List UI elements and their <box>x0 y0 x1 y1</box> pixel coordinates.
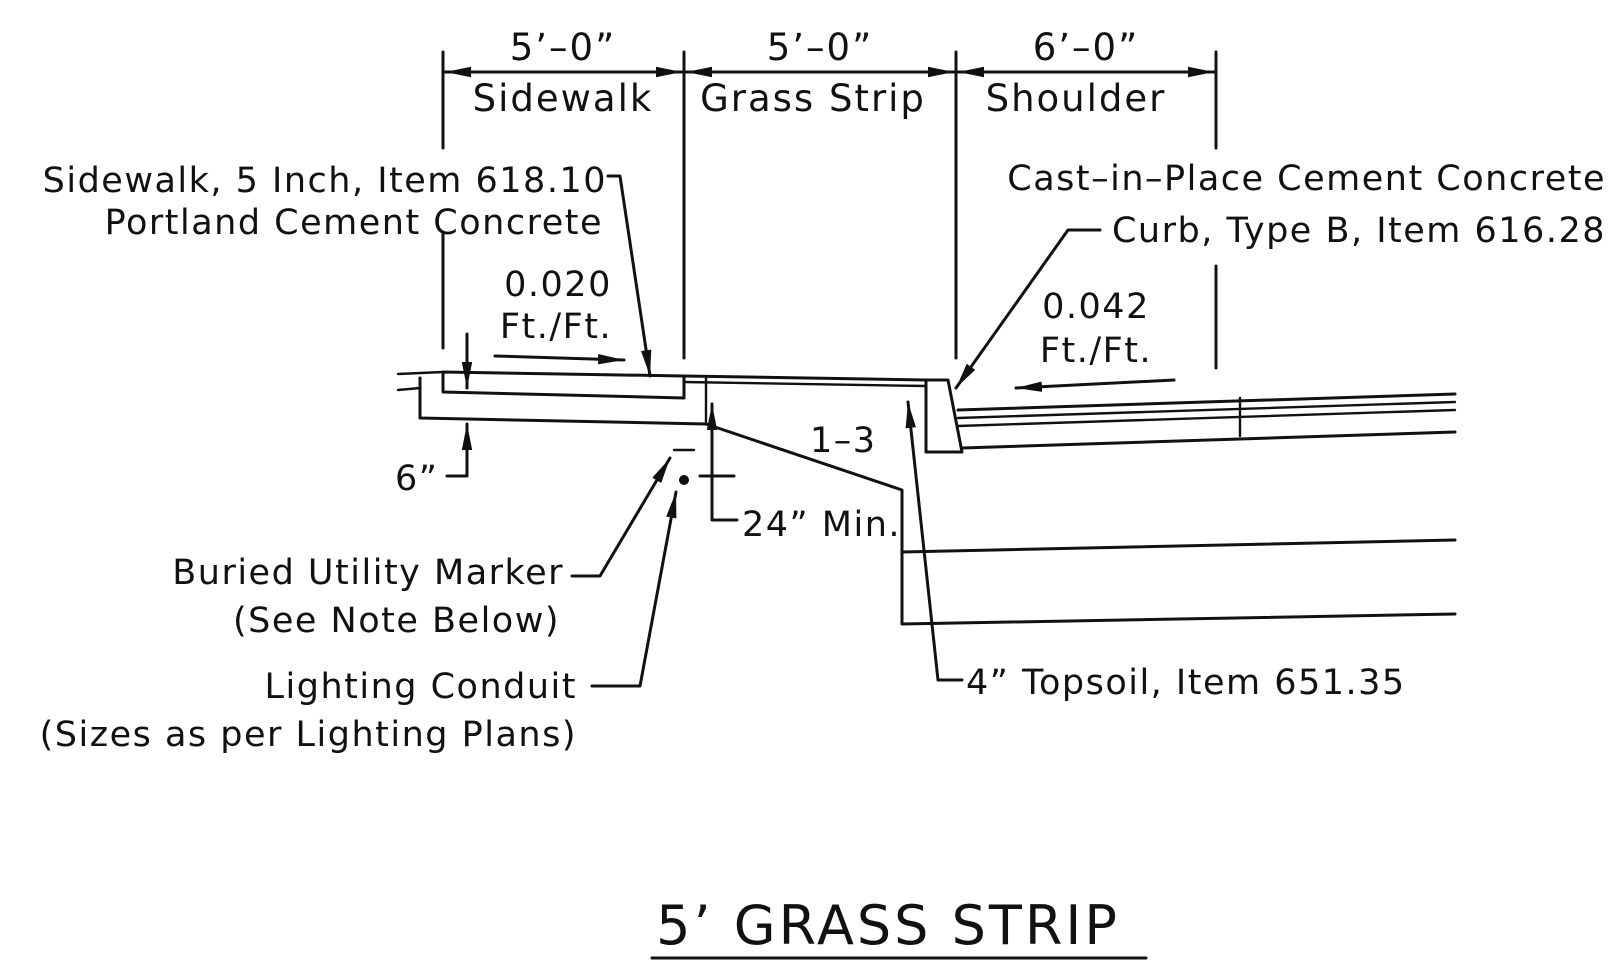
pavement-base-line <box>900 538 1457 554</box>
dimension-string: 5’–0” Sidewalk 5’–0” Grass Strip 6’–0” S… <box>441 26 1218 370</box>
lighting-conduit-leader <box>590 490 678 688</box>
slope-arrow-right <box>1014 378 1176 392</box>
grass-strip-dimension-label: Grass Strip <box>700 77 926 120</box>
lighting-conduit-dot <box>679 475 689 485</box>
slope-arrow-left <box>493 353 626 365</box>
slope-left-value: 0.020 <box>504 265 612 305</box>
topsoil-line <box>682 380 928 388</box>
six-inch-leader <box>445 422 473 478</box>
sidewalk-dimension-label: Sidewalk <box>473 77 654 120</box>
lighting-conduit-sizes: (Sizes as per Lighting Plans) <box>40 715 577 755</box>
slope-left-unit: Ft./Ft. <box>500 307 612 347</box>
callout-labels: Sidewalk, 5 Inch, Item 618.10 Portland C… <box>40 159 1606 755</box>
utility-marker-note: (See Note Below) <box>233 601 560 641</box>
sidewalk-dimension-value: 5’–0” <box>510 26 617 69</box>
sidewalk-callout-line2: Portland Cement Concrete <box>105 203 603 243</box>
sidewalk-callout-leader <box>606 174 652 378</box>
slope-right-unit: Ft./Ft. <box>1040 331 1152 371</box>
utility-marker-label: Buried Utility Marker <box>172 553 564 593</box>
utility-marker-leader <box>570 456 672 578</box>
side-slope-line <box>704 422 1457 626</box>
lighting-conduit-label: Lighting Conduit <box>265 667 577 707</box>
topsoil-label: 4” Topsoil, Item 651.35 <box>966 663 1406 703</box>
sidewalk-slab <box>441 370 686 400</box>
shoulder-base-line <box>960 430 1457 450</box>
topsoil-leader <box>905 400 964 682</box>
shoulder-dimension-value: 6’–0” <box>1033 26 1140 69</box>
curb-callout-line1: Cast–in–Place Cement Concrete <box>1007 159 1606 199</box>
drawing-title: 5’ GRASS STRIP <box>650 894 1148 960</box>
min-depth-label: 24” Min. <box>742 505 901 545</box>
grass-strip-dimension-value: 5’–0” <box>767 26 874 69</box>
six-inch-label: 6” <box>395 459 438 499</box>
concrete-curb <box>924 378 964 454</box>
shoulder-dimension-label: Shoulder <box>986 77 1167 120</box>
shoulder-layer-line-1 <box>956 400 1457 420</box>
curb-callout-leader <box>954 228 1102 390</box>
ground-line-left-top <box>396 370 445 376</box>
slope-right-value: 0.042 <box>1042 287 1150 327</box>
title-text: 5’ GRASS STRIP <box>656 894 1120 957</box>
shoulder-surface-line <box>956 392 1457 412</box>
grass-surface-line <box>682 374 928 382</box>
cross-section <box>396 174 1457 688</box>
curb-callout-line2: Curb, Type B, Item 616.28 <box>1112 211 1606 251</box>
min-depth-leader <box>710 474 739 522</box>
ground-line-left-bottom <box>396 386 422 392</box>
sidewalk-subbase <box>418 376 708 426</box>
sidewalk-callout-line1: Sidewalk, 5 Inch, Item 618.10 <box>43 161 607 201</box>
shoulder-layer-line-2 <box>956 408 1457 428</box>
side-slope-label: 1–3 <box>810 421 877 461</box>
